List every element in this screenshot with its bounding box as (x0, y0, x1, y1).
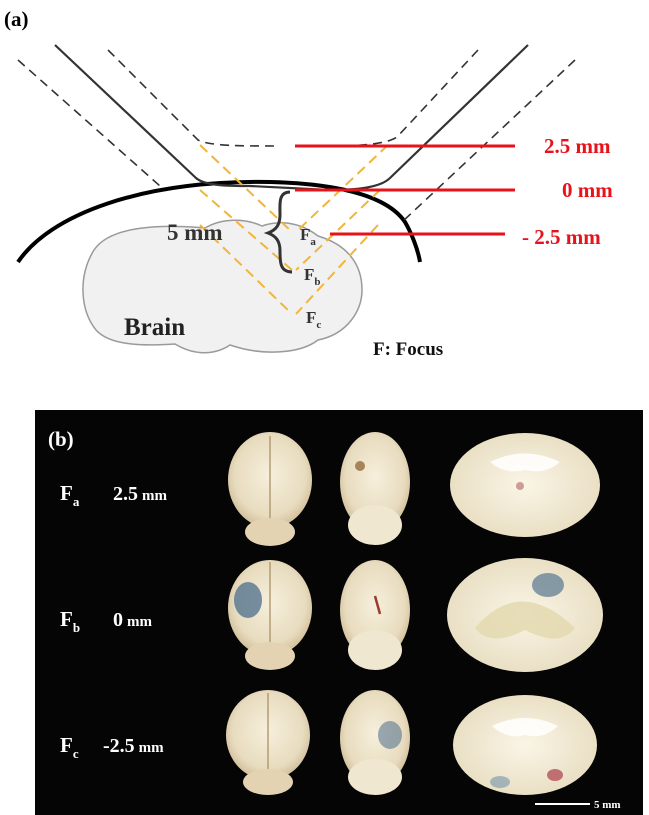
row-a-ventral-view (340, 432, 410, 545)
panel-b-label: (b) (48, 427, 74, 451)
panel-a: (a) 2.5 mm 0 mm - 2.5 mm (4, 7, 613, 360)
brain-label: Brain (124, 314, 185, 341)
transducer-left-wall (55, 45, 250, 186)
row-c-coronal-section (453, 695, 597, 795)
offset-label-plus: 2.5 mm (544, 134, 611, 158)
panel-a-label: (a) (4, 7, 29, 31)
transducer-right-wall (250, 45, 528, 190)
transducer-dashed-inner-left (108, 50, 280, 146)
offset-label-zero: 0 mm (562, 178, 613, 202)
row-a-coronal-section (450, 433, 600, 537)
offset-label-minus: - 2.5 mm (522, 225, 601, 249)
panel-b: (b) Fa 2.5mm Fb 0mm Fc -2.5mm (35, 410, 643, 815)
focus-legend: F: Focus (373, 339, 443, 360)
scale-bar-label: 5 mm (594, 799, 621, 811)
transducer-dashed-inner-right (330, 50, 478, 146)
row-b-ventral-view (340, 560, 410, 670)
depth-label: 5 mm (167, 220, 223, 245)
row-c-ventral-view (340, 690, 410, 795)
row-b-coronal-section (447, 558, 603, 672)
